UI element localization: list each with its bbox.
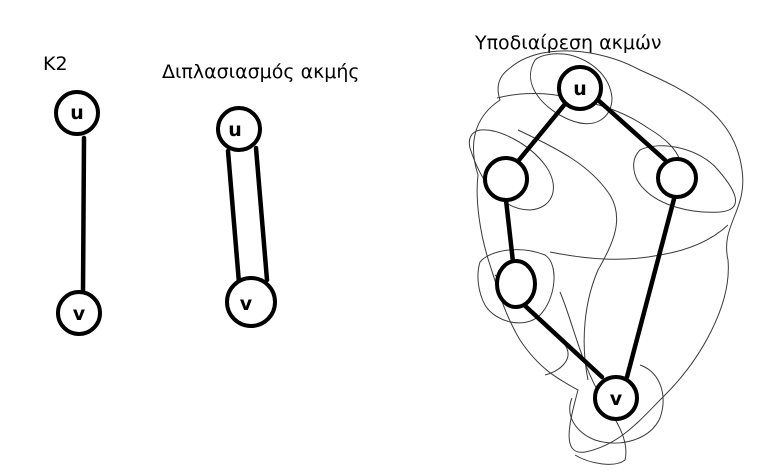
scribble-top-node-loop (529, 53, 613, 125)
subdivision-node-a (483, 156, 529, 202)
scribble-inner-curve-2 (549, 224, 729, 260)
subdivision-edge-a-c (503, 197, 516, 265)
subdivision-panel: Υποδιαίρεση ακμών u (468, 32, 744, 465)
k2-node-v-label: v (73, 303, 86, 325)
scribble-bottom-node-loop (569, 364, 664, 444)
doubling-title: Διπλασιασμός ακμής (162, 61, 360, 83)
subdivision-node-u-label: u (573, 78, 587, 100)
scribble-outer-outline (473, 50, 744, 453)
k2-node-u-label: u (70, 102, 84, 124)
k2-panel: K2 u v (43, 53, 102, 336)
scribble-mid-left-loop (477, 249, 555, 324)
doubling-node-u-label: u (228, 119, 242, 141)
k2-edge (80, 135, 87, 295)
scribble-right-node-loop (633, 145, 736, 213)
subdivision-edge-b-v (624, 196, 677, 380)
subdivision-node-u: u (557, 65, 603, 111)
subdivision-edge-u-b (595, 97, 668, 163)
doubling-node-u: u (216, 106, 262, 152)
doubling-edge-left (225, 148, 242, 286)
doubling-panel: Διπλασιασμός ακμής u v (162, 61, 360, 328)
doubling-node-v-label: v (240, 293, 253, 315)
subdivision-node-v: v (593, 375, 639, 421)
subdivision-node-v-label: v (610, 388, 623, 410)
subdivision-edge-u-a (516, 101, 568, 163)
subdivision-edge-c-v (519, 300, 605, 380)
k2-node-u: u (54, 90, 100, 136)
subdivision-title: Υποδιαίρεση ακμών (474, 32, 661, 54)
subdivision-node-b (656, 157, 698, 199)
k2-title: K2 (43, 53, 68, 75)
scribble-inner-curve-1 (517, 129, 618, 381)
doubling-node-v: v (225, 276, 277, 328)
doubling-edge-right (253, 145, 270, 283)
k2-node-v: v (56, 290, 102, 336)
subdivision-node-c (495, 259, 537, 309)
